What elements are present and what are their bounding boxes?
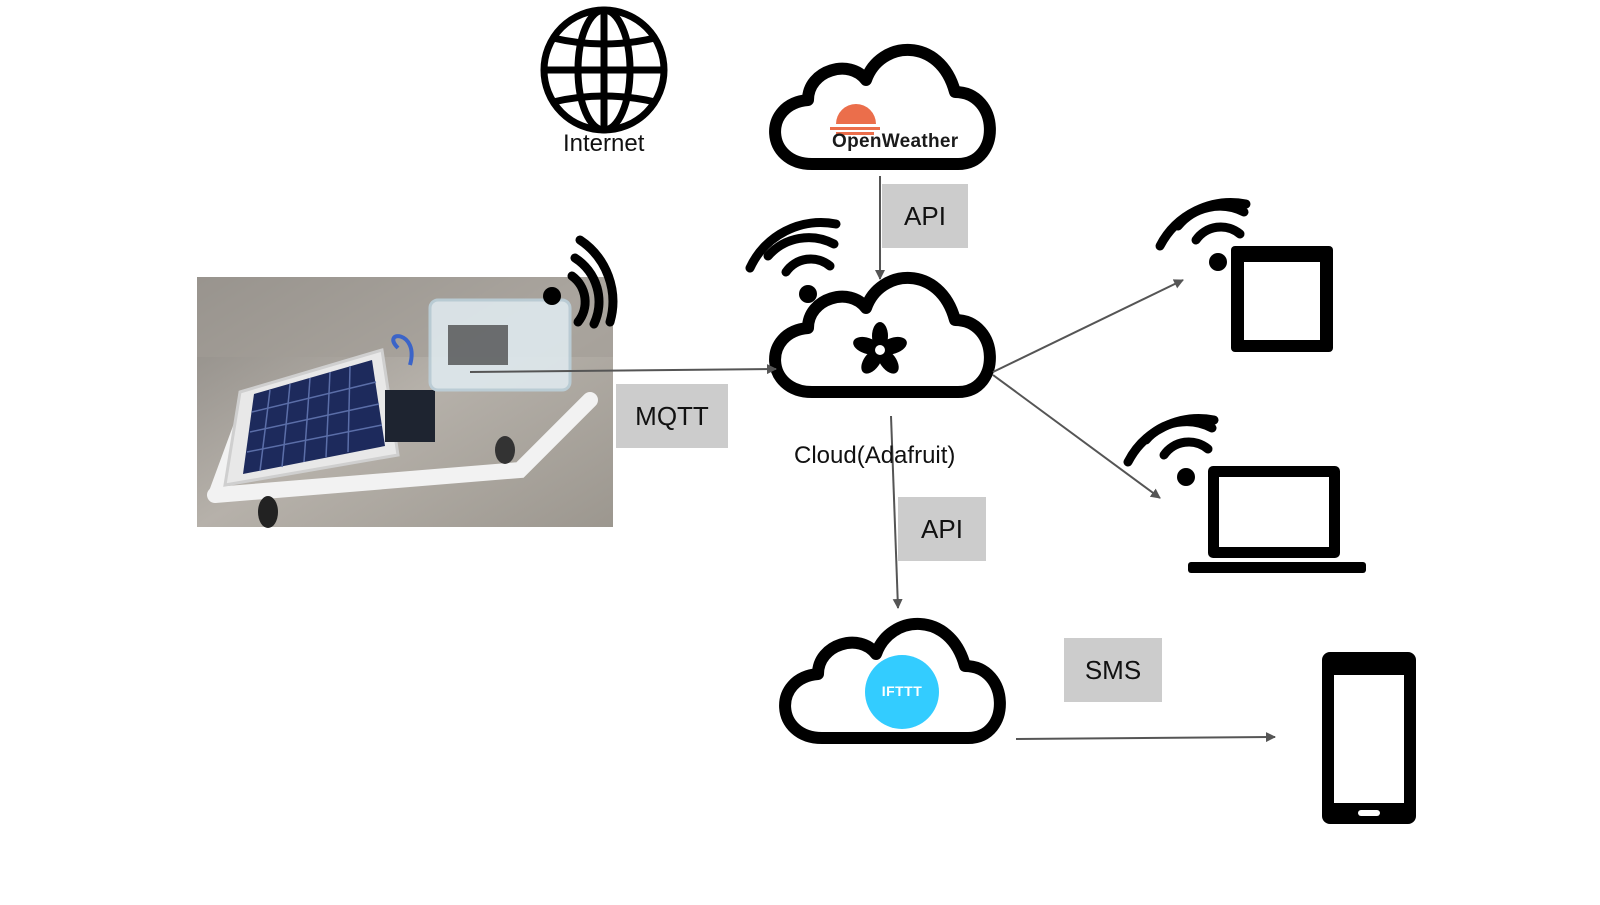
adafruit-cloud-icon: [769, 271, 996, 398]
wifi-icon-device: [543, 235, 618, 329]
api-ifttt-tag: API: [898, 497, 986, 561]
openweather-sun-icon: [830, 104, 880, 135]
ifttt-cloud-icon: [779, 617, 1006, 744]
laptop-icon: [1188, 466, 1366, 573]
openweather-logo-text: OpenWeather: [832, 131, 959, 152]
solar-robot-photo: [197, 277, 613, 528]
api-weather-tag: API: [882, 184, 968, 248]
wifi-icon-laptop: [1123, 414, 1219, 486]
sms-tag: SMS: [1064, 638, 1162, 702]
arrow-adafruit-to-laptop: [992, 374, 1161, 499]
adafruit-flower-icon: [853, 322, 907, 374]
ifttt-badge: [865, 655, 939, 729]
arrow-ifttt-to-phone: [1015, 732, 1276, 743]
tablet-icon: [1231, 246, 1333, 352]
connector-arrows: [469, 176, 1276, 743]
ifttt-badge-text: IFTTT: [881, 683, 923, 699]
internet-label: Internet: [563, 130, 645, 157]
openweather-cloud-icon: [769, 43, 996, 170]
mqtt-tag: MQTT: [616, 384, 728, 448]
globe-icon: [540, 6, 668, 134]
wifi-icon-adafruit: [745, 218, 841, 303]
smartphone-icon: [1322, 652, 1416, 824]
wifi-icon-tablet: [1155, 198, 1251, 271]
adafruit-cloud-label: Cloud(Adafruit): [794, 442, 956, 469]
arrow-device-to-adafruit: [469, 364, 777, 375]
arrow-adafruit-to-tablet: [992, 279, 1184, 373]
arrow-adafruit-to-ifttt: [890, 415, 903, 609]
